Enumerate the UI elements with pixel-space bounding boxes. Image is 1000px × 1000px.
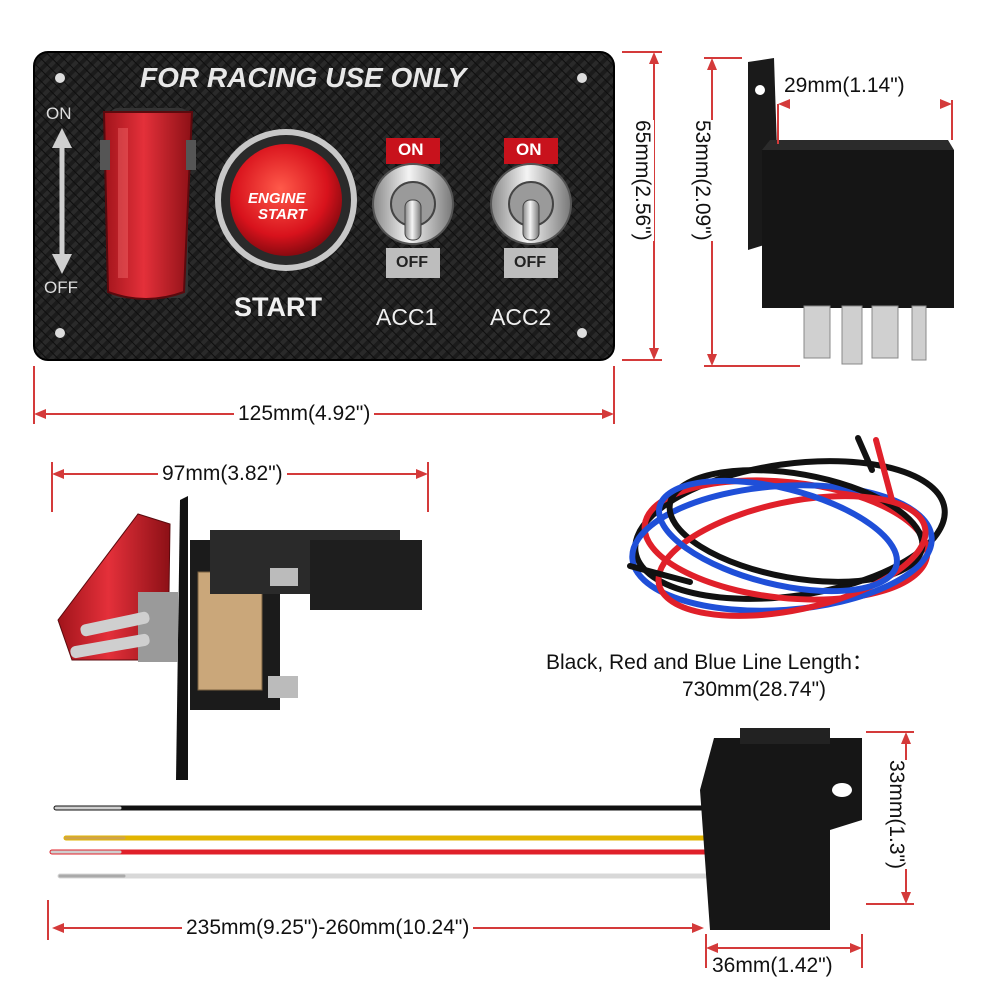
toggle-acc2-art [490,138,572,278]
socket-width-label: 36mm(1.42") [712,954,833,977]
panel-side-view [57,496,422,780]
panel-header: FOR RACING USE ONLY [140,62,467,93]
acc2-label: ACC2 [490,304,552,330]
toggle-acc1-art [372,138,454,278]
relay-socket [700,728,862,930]
wire-coil [627,435,948,619]
wire-length-caption-1: Black, Red and Blue Line Length： [546,651,873,674]
relay-dimension-lines [704,57,953,367]
on-label: ON [46,104,72,123]
relay-width-label: 29mm(1.14") [784,74,905,97]
relay-height-label: 53mm(2.09") [690,120,714,241]
panel-height-label: 65mm(2.56") [630,120,654,241]
lead-length-label: 235mm(9.25")-260mm(10.24") [182,916,474,940]
off-label: OFF [44,278,78,297]
panel-width-label: 125mm(4.92") [234,402,375,426]
toggle1-on-label: ON [398,140,424,159]
toggle1-off-label: OFF [396,254,428,271]
switch-panel [33,51,615,361]
toggle2-on-label: ON [516,140,542,159]
panel-dimension-lines [33,51,662,424]
engine-start-button-art [215,129,357,271]
engine-start-text-1: ENGINE [248,190,306,207]
safety-cover-switch [100,108,196,300]
relay [748,58,954,365]
wire-length-caption-2: 730mm(28.74") [682,678,827,701]
socket-height-label: 33mm(1.3") [884,760,908,869]
toggle2-off-label: OFF [514,254,546,271]
acc1-label: ACC1 [376,304,438,330]
lead-wires [49,805,723,879]
side-depth-label: 97mm(3.82") [158,462,287,486]
engine-start-text-2: START [258,206,307,223]
start-label: START [234,292,322,322]
